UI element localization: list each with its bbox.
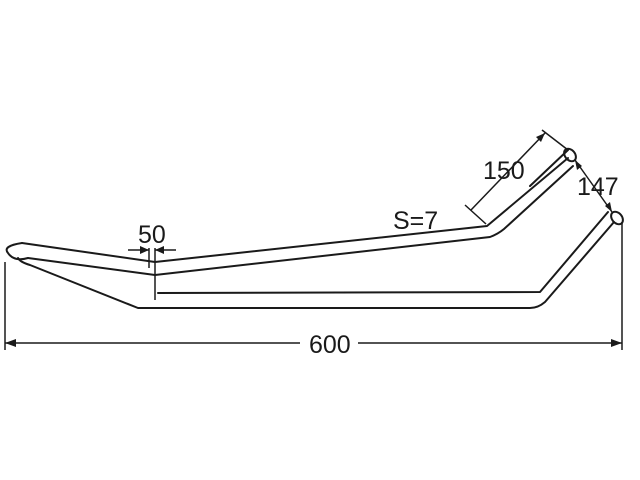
bend-dim-extension-2: [541, 129, 569, 151]
section-arrow-left: [140, 246, 149, 254]
part-left-tip: [5, 242, 29, 261]
tip-width-label: 147: [577, 173, 619, 201]
tip-dim-arrow-top: [575, 160, 582, 170]
tip-dim-line: [574, 159, 613, 213]
section-width-label: 50: [138, 221, 166, 249]
overall-arrow-left: [5, 339, 16, 347]
bend-dim-arrow-top: [536, 133, 545, 142]
part-upper-edge: [21, 157, 569, 263]
thickness-label: S=7: [393, 207, 438, 235]
part-right-leg-edge: [157, 149, 609, 294]
part-inner-return-edge: [27, 257, 156, 276]
section-arrow-right: [155, 246, 164, 254]
bend-dim-extension-1: [464, 204, 487, 225]
tip-dim-arrow-bottom: [605, 202, 612, 212]
overall-length-label: 600: [309, 331, 351, 359]
bend-dim-line: [470, 132, 546, 211]
bend-length-label: 150: [483, 157, 525, 185]
part-bottom-edge: [17, 221, 615, 309]
overall-arrow-right: [611, 339, 622, 347]
part-blade-upper-edge: [154, 165, 574, 276]
